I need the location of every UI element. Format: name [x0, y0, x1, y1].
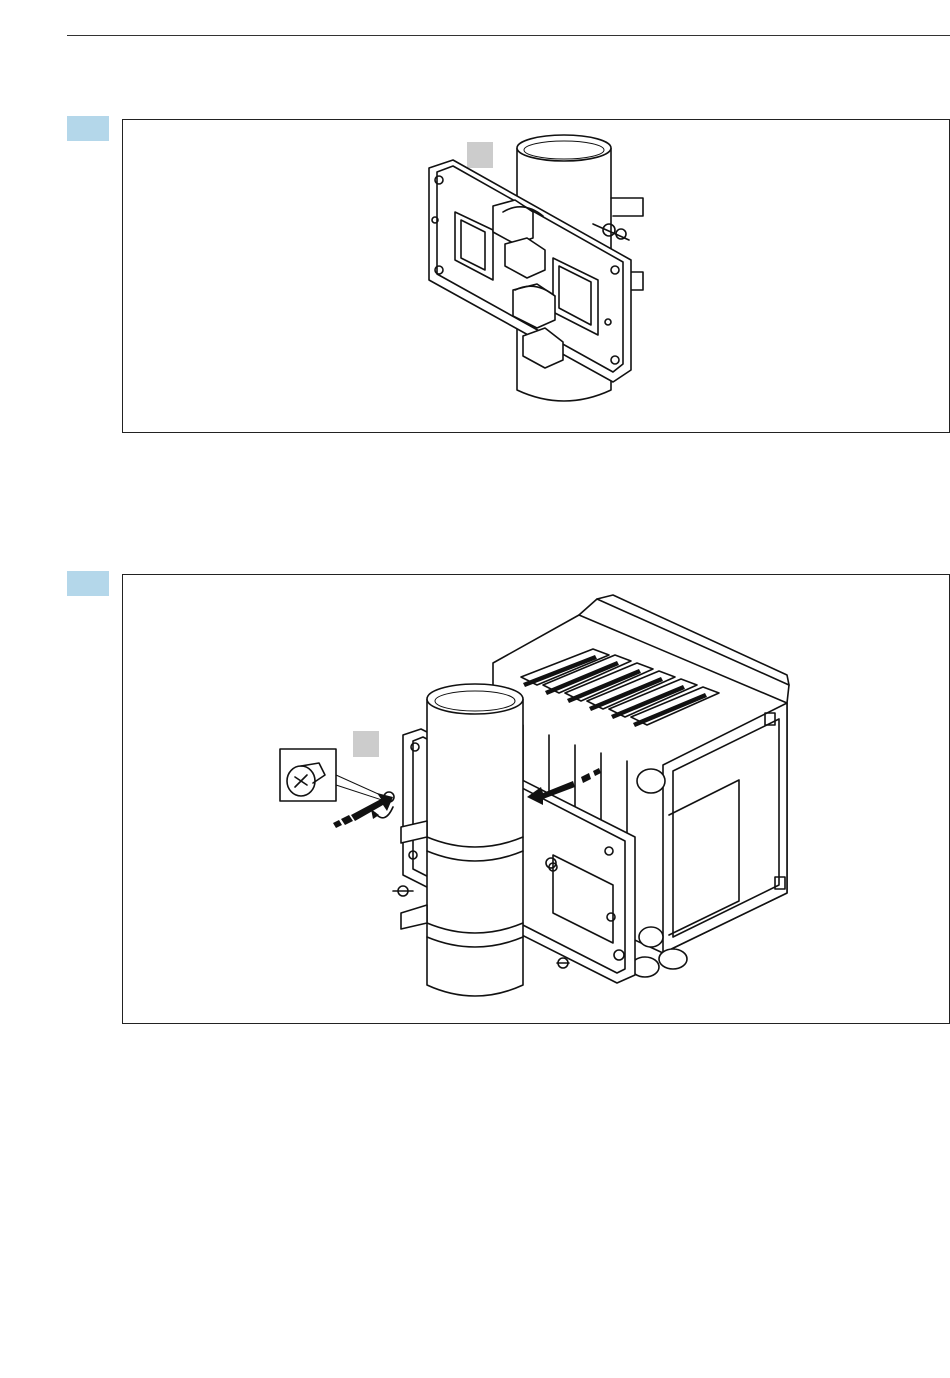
pipe-mounting-plate-illustration — [123, 120, 949, 432]
header-rule — [67, 35, 950, 36]
step-marker-2 — [67, 571, 109, 596]
figure-2-frame — [122, 574, 950, 1024]
figure-1-frame — [122, 119, 950, 433]
step-marker-1 — [67, 116, 109, 141]
callout-box-2 — [353, 731, 379, 757]
callout-box-1 — [467, 142, 493, 168]
housing-mounting-illustration — [123, 575, 949, 1023]
